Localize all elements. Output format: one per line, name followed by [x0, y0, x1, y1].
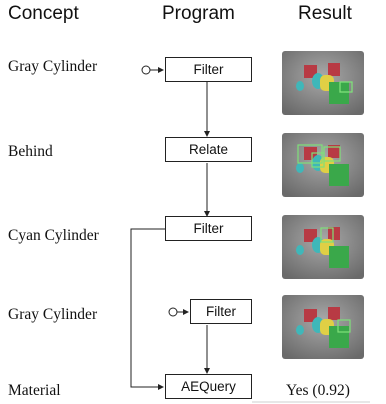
concept-2: Behind	[8, 143, 53, 160]
concept-3: Cyan Cylinder	[8, 227, 99, 244]
concept-1: Gray Cylinder	[8, 58, 98, 75]
concept-4: Gray Cylinder	[8, 306, 98, 323]
program-node-aequery: AEQuery	[165, 374, 252, 399]
result-image-1	[282, 51, 364, 115]
program-node-filter-3: Filter	[190, 299, 252, 324]
input-circle-1	[141, 65, 151, 75]
header-concept: Concept	[8, 3, 79, 24]
concept-5: Material	[8, 382, 61, 399]
header-result: Result	[298, 3, 352, 24]
program-node-filter-1: Filter	[165, 57, 252, 82]
result-image-2	[282, 133, 364, 197]
program-node-relate: Relate	[165, 137, 252, 162]
input-circle-2	[168, 307, 178, 317]
result-image-3	[282, 215, 364, 279]
result-answer: Yes (0.92)	[286, 382, 350, 399]
result-image-4	[282, 295, 364, 359]
header-program: Program	[162, 3, 235, 24]
program-node-filter-2: Filter	[165, 216, 252, 241]
